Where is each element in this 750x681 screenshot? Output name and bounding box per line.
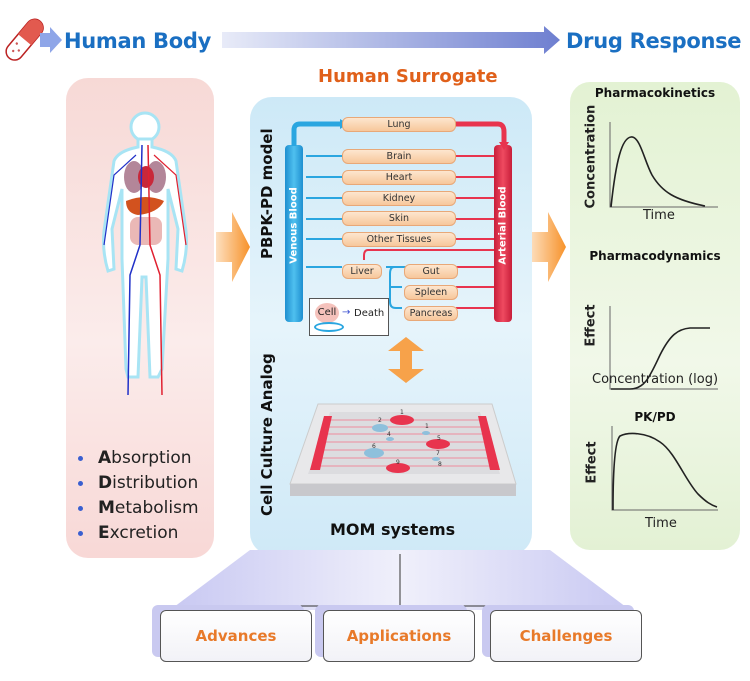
mom-systems-label: MOM systems: [330, 520, 456, 539]
well-label: 2: [378, 417, 382, 424]
bottom-fan: [170, 550, 630, 613]
human-body-title: Human Body: [64, 29, 211, 53]
bullet-icon: [78, 506, 83, 511]
organ-lung: Lung: [342, 117, 456, 132]
death-label: Death: [354, 308, 385, 319]
flow-arrow: [222, 26, 560, 54]
capsule-icon: [5, 18, 44, 61]
applications-box[interactable]: Applications: [323, 610, 475, 662]
cell-culture-analog-label: Cell Culture Analog: [258, 353, 276, 516]
pkpd-curve: [612, 432, 718, 511]
well-label: 9: [396, 459, 400, 466]
pd-xlabel: Concentration (log): [592, 372, 719, 387]
pd-axes: [609, 306, 718, 390]
human-surrogate-title: Human Surrogate: [318, 66, 498, 87]
organ-spleen: Spleen: [404, 285, 458, 300]
pk-xlabel: Time: [643, 208, 675, 223]
chart-title-pk: Pharmacokinetics: [594, 86, 716, 100]
chart-title-pd: Pharmacodynamics: [589, 249, 721, 263]
organ-skin: Skin: [342, 211, 456, 226]
well-label: 5: [437, 435, 441, 442]
organ-kidney: Kidney: [342, 191, 456, 206]
orange-arrow-right-icon: [530, 212, 566, 282]
well-label: 7: [436, 450, 440, 457]
bullet-icon: [78, 481, 83, 486]
organ-pancreas: Pancreas: [404, 306, 458, 321]
bullet-icon: [78, 456, 83, 461]
organ-gut: Gut: [404, 264, 458, 279]
orange-arrow-right-icon: [216, 212, 250, 282]
mom-chip-device: 1 2 1 4 5 6 7 8 9: [289, 403, 517, 496]
chart-title-pkpd: PK/PD: [634, 410, 676, 424]
arrow-icon: →: [342, 307, 351, 318]
organ-heart: Heart: [342, 170, 456, 185]
well-label: 8: [438, 461, 442, 468]
double-arrow-icon: [388, 337, 424, 383]
pk-curve: [610, 136, 706, 208]
well-label: 1: [425, 423, 429, 430]
challenges-box[interactable]: Challenges: [490, 610, 642, 662]
well-label: 1: [400, 409, 404, 416]
advances-box[interactable]: Advances: [160, 610, 312, 662]
pkpd-ylabel: Effect: [584, 441, 600, 484]
pkpd-xlabel: Time: [645, 516, 677, 531]
drug-response-title: Drug Response: [566, 29, 742, 53]
pk-axes: [609, 122, 718, 208]
pd-ylabel: Effect: [583, 304, 599, 347]
well-label: 4: [387, 431, 391, 438]
cell-dish-icon: [314, 322, 344, 332]
well-label: 6: [372, 443, 376, 450]
cell-icon: Cell: [315, 303, 339, 323]
small-arrow-icon: [40, 27, 62, 53]
bullet-icon: [78, 531, 83, 536]
venous-blood-bar: [285, 145, 303, 322]
human-circulatory-system-icon: [102, 111, 188, 396]
drug-response-charts: [609, 122, 718, 511]
drug-response-panel: [570, 82, 740, 550]
arterial-blood-bar: [494, 145, 512, 322]
organ-brain: Brain: [342, 149, 456, 164]
pd-curve: [611, 327, 710, 390]
organ-liver: Liver: [342, 264, 382, 279]
pkpd-axes: [611, 426, 718, 511]
organ-other-tissues: Other Tissues: [342, 232, 456, 247]
pk-ylabel: Concentration: [583, 104, 599, 209]
